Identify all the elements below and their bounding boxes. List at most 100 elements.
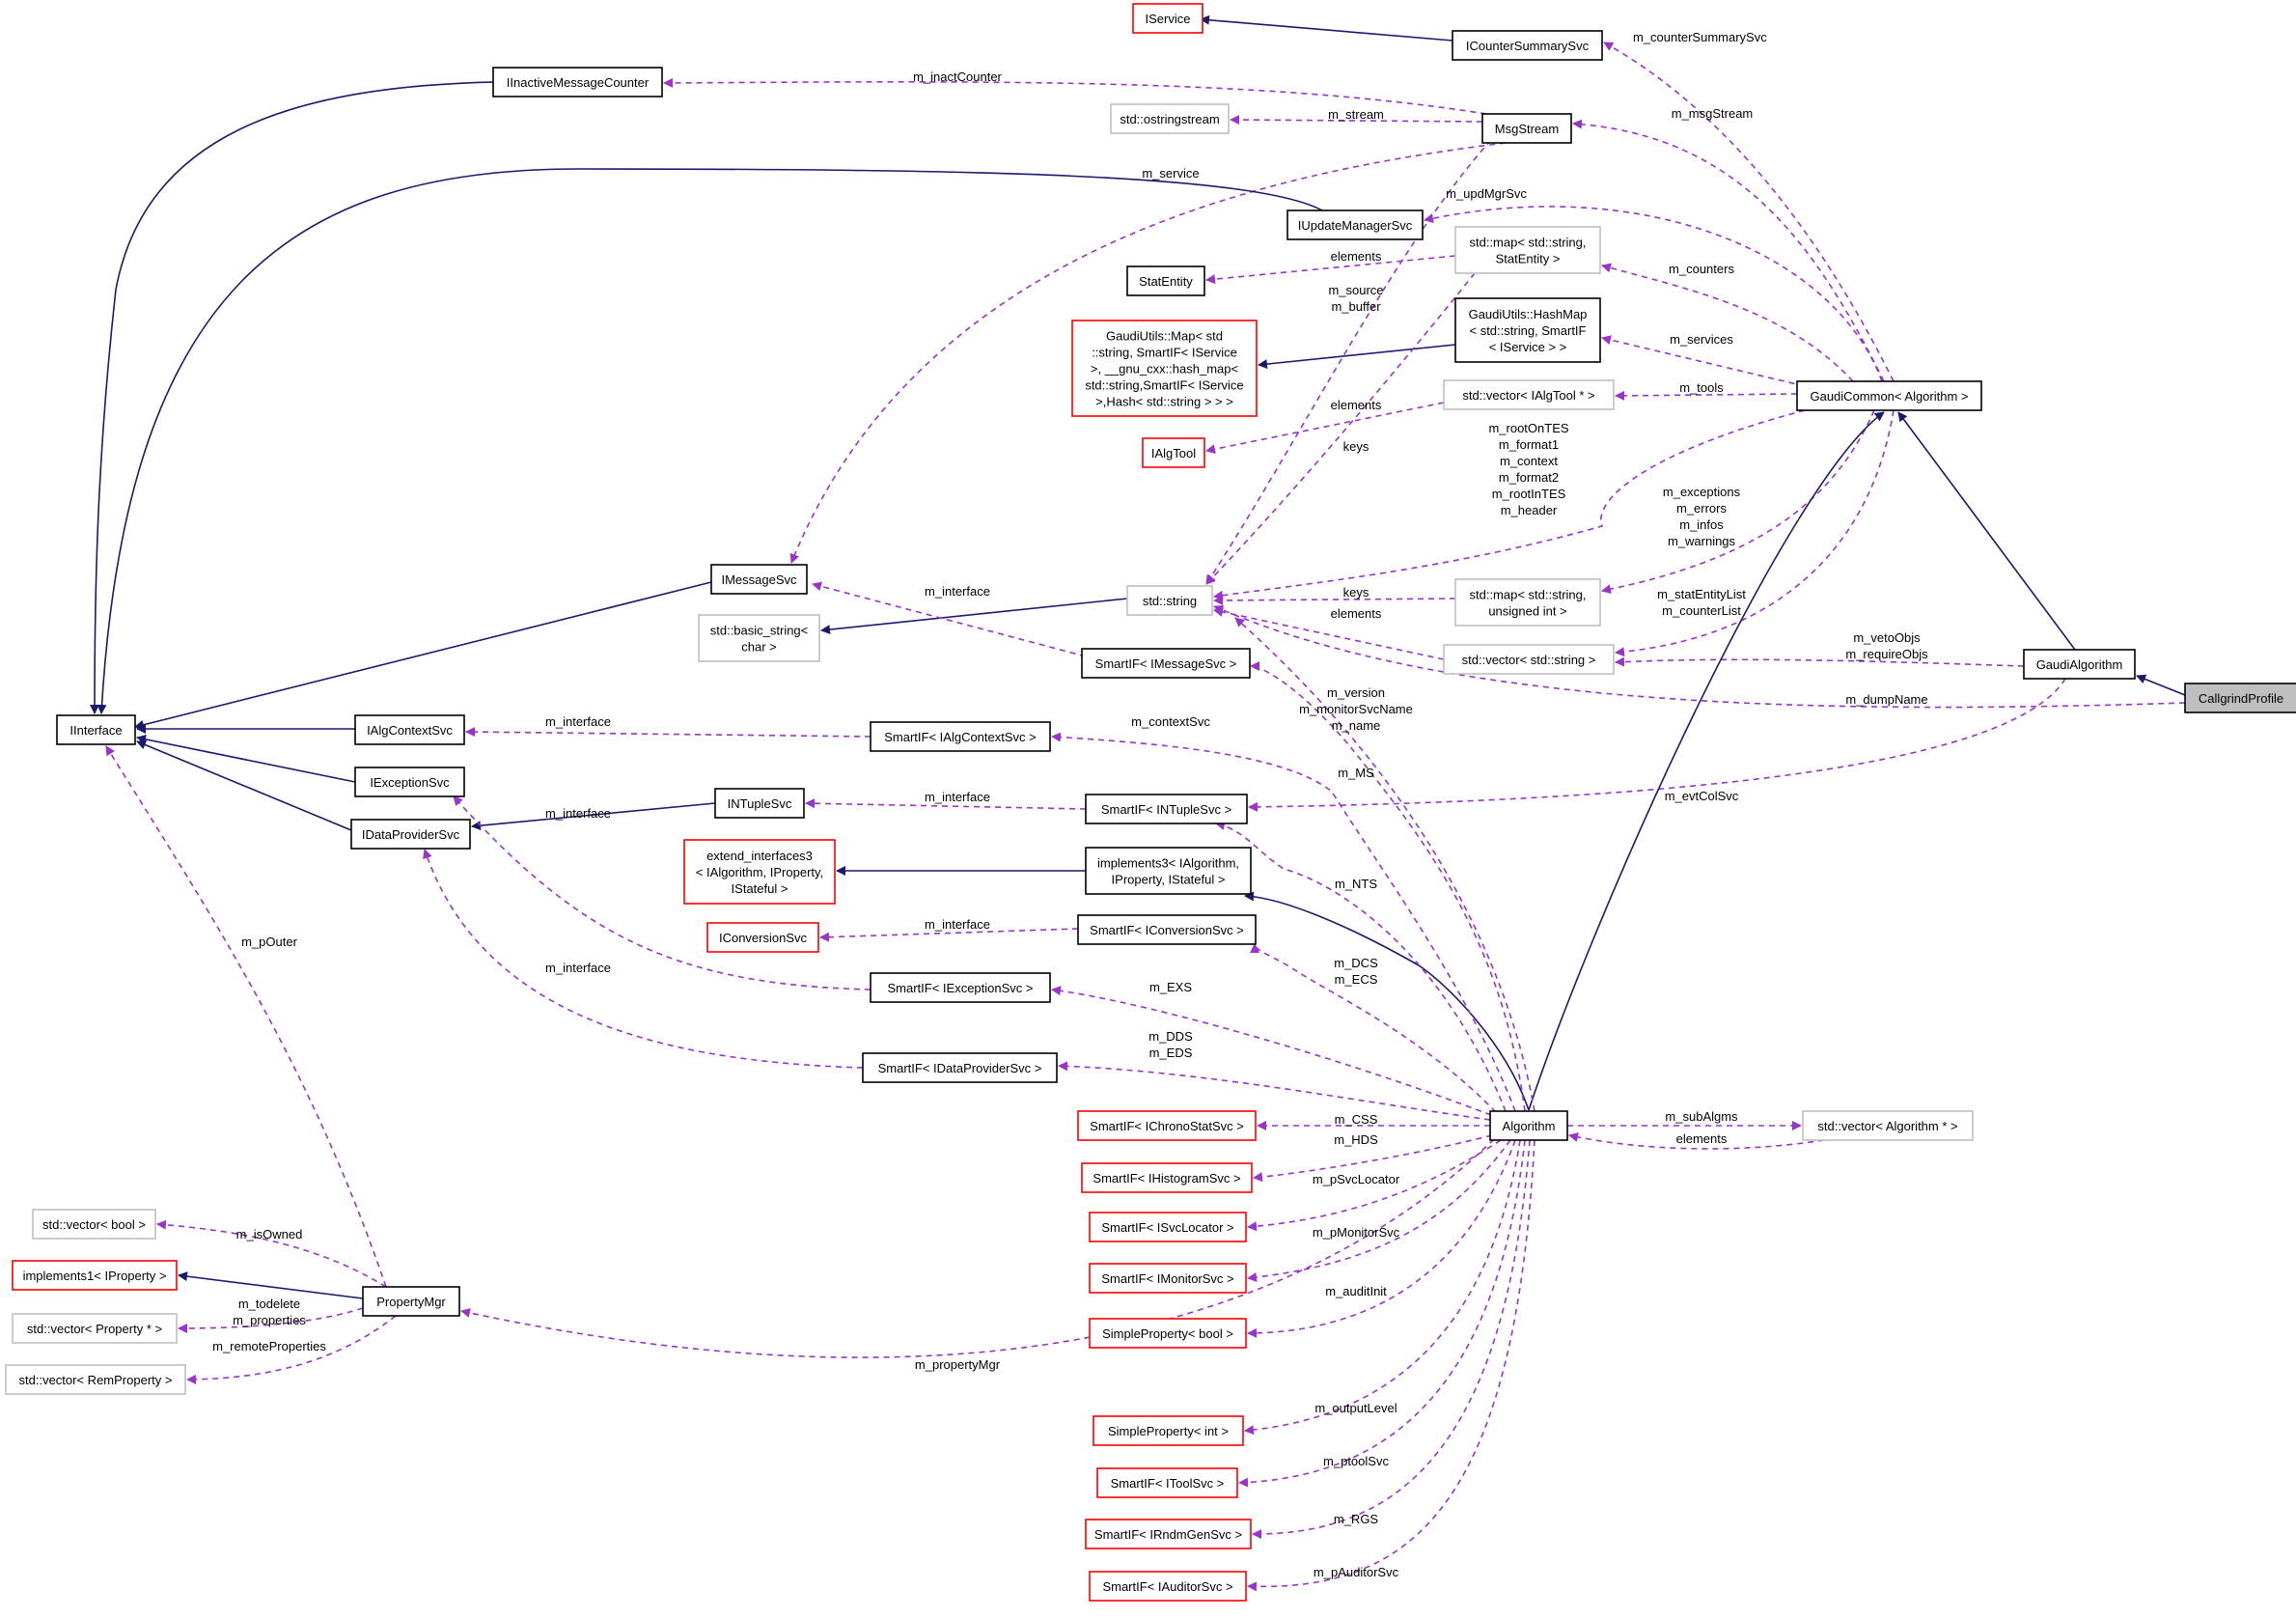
class-node-smartif-imessagesvc[interactable]: SmartIF< IMessageSvc > [1081,648,1251,679]
class-node-std-vector-property[interactable]: std::vector< Property * > [12,1313,178,1344]
class-node-std-map-string-statentity[interactable]: std::map< std::string,StatEntity > [1454,226,1601,274]
class-node-simpleproperty-int[interactable]: SimpleProperty< int > [1093,1415,1244,1446]
class-node-gaudiutils-hashmap[interactable]: GaudiUtils::HashMap< std::string, SmartI… [1454,297,1601,363]
node-box [1452,30,1603,61]
class-node-intuplesvc[interactable]: INTupleSvc [714,788,805,819]
class-node-icountersummarysvc[interactable]: ICounterSummarySvc [1452,30,1603,61]
class-node-idataprovidersvc[interactable]: IDataProviderSvc [350,819,471,850]
edge-std-vector-ialgtool-to-ialgtool [1205,402,1445,455]
edge-propertymgr-to-std-vector-property [178,1307,364,1333]
edge-label-m-rootontes-group: m_rootOnTES [1488,421,1568,435]
edge-label-m-source-buffer: m_source [1328,283,1383,297]
class-node-iconversionsvc[interactable]: IConversionSvc [706,922,819,953]
class-node-msgstream[interactable]: MsgStream [1481,113,1572,144]
node-label: GaudiUtils::Map< std [1106,329,1223,344]
edge-algorithm-to-smartif-itoolsvc [1238,1139,1526,1488]
class-node-propertymgr[interactable]: PropertyMgr [362,1286,460,1317]
class-node-iservice[interactable]: IService [1132,3,1203,34]
node-label: SmartIF< IAlgContextSvc > [884,730,1037,744]
class-node-ialgtool[interactable]: IAlgTool [1142,437,1205,468]
node-label: Algorithm [1503,1119,1556,1133]
class-node-gaudiutils-map[interactable]: GaudiUtils::Map< std::string, SmartIF< I… [1071,320,1258,417]
node-label: SmartIF< ISvcLocator > [1101,1220,1233,1235]
edge-algorithm-to-simpleproperty-int [1244,1139,1521,1436]
edge-gaudicommon-to-std-string [1213,409,1806,600]
class-node-imessagesvc[interactable]: IMessageSvc [710,564,808,595]
node-box [1110,103,1230,134]
edge-label-m-rgs: m_RGS [1334,1512,1379,1526]
class-node-iupdatemanagersvc[interactable]: IUpdateManagerSvc [1286,209,1424,240]
edge-gaudicommon-to-std-map-statentity [1601,263,1854,382]
edge-algorithm-to-smartif-iexceptionsvc [1051,986,1492,1116]
class-node-implements1-iproperty[interactable]: implements1< IProperty > [12,1260,178,1291]
node-label: PropertyMgr [376,1295,446,1309]
node-label: SmartIF< INTupleSvc > [1101,802,1231,817]
class-node-smartif-itoolsvc[interactable]: SmartIF< IToolSvc > [1096,1467,1238,1498]
node-label: std::vector< Property * > [27,1322,162,1336]
class-node-std-vector-remproperty[interactable]: std::vector< RemProperty > [5,1364,186,1395]
class-node-std-vector-string[interactable]: std::vector< std::string > [1443,644,1615,675]
class-node-std-vector-algorithm[interactable]: std::vector< Algorithm * > [1802,1110,1974,1141]
edge-label-m-subalgms: m_subAlgms [1665,1109,1738,1124]
node-box [354,714,465,745]
class-node-gaudicommon-algorithm[interactable]: GaudiCommon< Algorithm > [1796,380,1982,411]
nodes-layer: IServiceICounterSummarySvcIInactiveMessa… [5,3,2296,1602]
class-node-smartif-iexceptionsvc[interactable]: SmartIF< IExceptionSvc > [870,972,1051,1003]
class-node-iinactivemessagecounter[interactable]: IInactiveMessageCounter [492,67,663,98]
class-node-std-vector-bool[interactable]: std::vector< bool > [32,1209,156,1240]
node-box [1085,847,1252,895]
class-node-simpleproperty-bool[interactable]: SimpleProperty< bool > [1089,1318,1247,1349]
node-label: ICounterSummarySvc [1466,39,1590,53]
node-box [1093,1415,1244,1446]
node-box [1077,1110,1257,1141]
class-node-smartif-iauditorsvc[interactable]: SmartIF< IAuditorSvc > [1089,1571,1247,1602]
edge-algorithm-to-std-string [1234,617,1535,1112]
edge-label-m-todelete-properties: m_todelete [238,1297,300,1311]
class-node-std-string[interactable]: std::string [1126,585,1213,616]
edge-label-m-exceptions-group: m_exceptions [1663,485,1741,499]
node-label: IExceptionSvc [370,775,450,790]
class-node-std-vector-ialgtool[interactable]: std::vector< IAlgTool * > [1443,379,1615,410]
node-label: >, __gnu_cxx::hash_map< [1091,362,1238,377]
edge-labels-layer: m_counterSummarySvcm_inactCounterm_strea… [212,30,1928,1579]
edge-label-m-vetoobjs: m_vetoObjs [1853,630,1921,645]
node-box [1802,1110,1974,1141]
edge-label-m-propertymgr: m_propertyMgr [915,1357,1001,1372]
node-box [2023,649,2136,680]
class-node-std-map-string-uint[interactable]: std::map< std::string,unsigned int > [1454,578,1601,627]
class-node-std-basic-string[interactable]: std::basic_string<char > [698,614,820,662]
class-node-std-ostringstream[interactable]: std::ostringstream [1110,103,1230,134]
class-node-statentity[interactable]: StatEntity [1126,265,1205,296]
class-node-smartif-iconversionsvc[interactable]: SmartIF< IConversionSvc > [1077,914,1257,945]
class-node-callgrindprofile[interactable]: CallgrindProfile [2184,683,2296,713]
edge-label-keys-map-uint: keys [1343,585,1369,600]
class-node-smartif-ialgcontextsvc[interactable]: SmartIF< IAlgContextSvc > [870,721,1051,752]
edge-iupdatemanagersvc-to-iinterface [97,168,1323,714]
class-node-gaudialgorithm[interactable]: GaudiAlgorithm [2023,649,2136,680]
class-node-smartif-irndmgensvc[interactable]: SmartIF< IRndmGenSvc > [1085,1519,1252,1549]
class-node-extend-interfaces3[interactable]: extend_interfaces3< IAlgorithm, IPropert… [683,839,836,905]
class-node-smartif-isvclocator[interactable]: SmartIF< ISvcLocator > [1089,1212,1247,1242]
class-node-smartif-idataprovidersvc[interactable]: SmartIF< IDataProviderSvc > [862,1052,1058,1083]
class-node-iinterface[interactable]: IInterface [56,714,136,745]
node-label: GaudiUtils::HashMap [1469,307,1588,321]
class-node-smartif-intuplesvc[interactable]: SmartIF< INTupleSvc > [1085,794,1248,824]
class-node-implements3[interactable]: implements3< IAlgorithm,IProperty, IStat… [1085,847,1252,895]
edge-gaudiutils-hashmap-to-gaudiutils-map [1258,344,1456,370]
class-node-smartif-imonitorsvc[interactable]: SmartIF< IMonitorSvc > [1089,1263,1247,1294]
class-node-iexceptionsvc[interactable]: IExceptionSvc [354,767,465,797]
node-label: SimpleProperty< int > [1108,1424,1229,1438]
edge-label-m-dumpname: m_dumpName [1845,692,1927,707]
edge-propertymgr-to-std-vector-remproperty [186,1315,397,1384]
class-node-smartif-ichronostatsvc[interactable]: SmartIF< IChronoStatSvc > [1077,1110,1257,1141]
edge-label-m-dcs-ecs: m_DCS [1334,956,1378,970]
edge-algorithm-to-smartif-imonitorsvc [1247,1139,1511,1282]
edge-algorithm-to-gaudicommon [1528,411,1885,1111]
edge-msgstream-to-std-string [1205,139,1492,585]
node-box [1081,648,1251,679]
class-node-ialgcontextsvc[interactable]: IAlgContextSvc [354,714,465,745]
node-label: SmartIF< IChronoStatSvc > [1090,1119,1244,1133]
class-node-algorithm[interactable]: Algorithm [1489,1110,1568,1141]
class-node-smartif-ihistogramsvc[interactable]: SmartIF< IHistogramSvc > [1081,1162,1253,1193]
node-box [1096,1467,1238,1498]
